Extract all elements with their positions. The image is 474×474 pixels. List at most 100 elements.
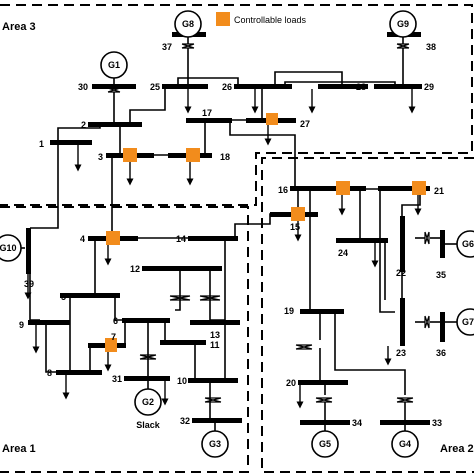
- bus-label-38: 38: [426, 42, 436, 52]
- bus-label-3: 3: [98, 152, 103, 162]
- controllable-load-bus-4: [106, 231, 120, 245]
- generator-g7-label: G7: [462, 317, 474, 327]
- generator-g2: G2 Slack: [134, 388, 162, 430]
- bus-label-9: 9: [19, 320, 24, 330]
- bus-label-19: 19: [284, 306, 294, 316]
- generator-g7: G7: [456, 308, 474, 336]
- bus-label-31: 31: [112, 374, 122, 384]
- bus-29: [374, 84, 422, 89]
- generator-g1: G1: [100, 51, 128, 79]
- bus-label-32: 32: [180, 416, 190, 426]
- generator-g5-label: G5: [319, 439, 331, 449]
- generator-g8-label: G8: [182, 19, 194, 29]
- generator-g9-label: G9: [397, 19, 409, 29]
- bus-8: [56, 370, 102, 375]
- bus-label-16: 16: [278, 185, 288, 195]
- bus-label-24: 24: [338, 248, 348, 258]
- bus-30: [92, 84, 136, 89]
- controllable-load-bus-16: [336, 181, 350, 195]
- area1-label: Area 1: [2, 443, 36, 455]
- slack-label: Slack: [136, 420, 161, 430]
- bus-20: [298, 380, 348, 385]
- controllable-load-bus-7: [105, 338, 117, 352]
- bus-11: [160, 340, 206, 345]
- bus-label-39: 39: [24, 279, 34, 289]
- bus-10: [188, 378, 238, 383]
- bus-label-27: 27: [300, 119, 310, 129]
- generator-g1-label: G1: [108, 60, 120, 70]
- bus-12: [142, 266, 222, 271]
- bus-label-1: 1: [39, 139, 44, 149]
- generator-g3: G3: [201, 430, 229, 458]
- generator-g6-label: G6: [462, 239, 474, 249]
- bus-34: [300, 420, 350, 425]
- bus-24: [336, 238, 388, 243]
- bus-label-12: 12: [130, 264, 140, 274]
- bus-label-10: 10: [177, 376, 187, 386]
- bus-5: [60, 293, 120, 298]
- generator-g10-label: G10: [0, 243, 17, 253]
- bus-label-33: 33: [432, 418, 442, 428]
- bus-14: [188, 236, 238, 241]
- bus-label-6: 6: [113, 316, 118, 326]
- bus-label-18: 18: [220, 152, 230, 162]
- bus-label-17: 17: [202, 108, 212, 118]
- bus-label-30: 30: [78, 82, 88, 92]
- bus-22: [400, 216, 405, 272]
- bus-33: [380, 420, 430, 425]
- bus-label-14: 14: [176, 234, 186, 244]
- bus-label-21: 21: [434, 186, 444, 196]
- generator-g8: G8: [174, 10, 202, 38]
- bus-label-29: 29: [424, 82, 434, 92]
- generator-g9: G9: [389, 10, 417, 38]
- area-boundaries: [0, 4, 474, 473]
- bus-label-23: 23: [396, 348, 406, 358]
- bus-13: [190, 320, 240, 325]
- bus-39: [26, 228, 31, 274]
- bus-label-26: 26: [222, 82, 232, 92]
- bus-labels: 1 2 3 4 5 6 7 8 9 10 11 12 13 14 15 16 1…: [19, 42, 446, 428]
- loads: [24, 89, 422, 409]
- bus-label-13: 13: [210, 330, 220, 340]
- bus-label-34: 34: [352, 418, 362, 428]
- bus-31: [124, 376, 170, 381]
- bus-1: [50, 140, 92, 145]
- generator-g4-label: G4: [399, 439, 411, 449]
- bus-label-8: 8: [47, 368, 52, 378]
- transformers: [107, 43, 430, 403]
- legend: Controllable loads: [216, 12, 307, 26]
- bus-label-20: 20: [286, 378, 296, 388]
- bus-35: [440, 230, 445, 258]
- controllable-load-bus-27: [266, 113, 278, 125]
- generator-g5: G5: [311, 430, 339, 458]
- bus-label-2: 2: [81, 120, 86, 130]
- bus-16: [290, 186, 366, 191]
- bus-label-28: 28: [356, 82, 366, 92]
- bus-label-37: 37: [162, 42, 172, 52]
- bus-36: [440, 312, 445, 342]
- area3-label: Area 3: [2, 21, 36, 33]
- generator-g2-label: G2: [142, 397, 154, 407]
- bus-label-35: 35: [436, 270, 446, 280]
- legend-swatch: [216, 12, 230, 26]
- bus-label-11: 11: [210, 340, 220, 350]
- bus-label-36: 36: [436, 348, 446, 358]
- legend-label: Controllable loads: [234, 15, 307, 25]
- bus-25: [162, 84, 208, 89]
- bus-label-4: 4: [80, 234, 85, 244]
- area3-boundary: [0, 4, 473, 206]
- bus-label-25: 25: [150, 82, 160, 92]
- bus-23: [400, 298, 405, 346]
- bus-17: [186, 118, 232, 123]
- bus-6: [122, 318, 170, 323]
- bus-label-7: 7: [111, 332, 116, 342]
- generator-g4: G4: [391, 430, 419, 458]
- bus-label-5: 5: [61, 292, 66, 302]
- bus-21: [378, 186, 430, 191]
- generator-g6: G6: [456, 230, 474, 258]
- controllable-load-bus-15: [291, 207, 305, 221]
- bus-32: [192, 418, 242, 423]
- bus-label-15: 15: [290, 222, 300, 232]
- controllable-load-bus-18: [186, 148, 200, 162]
